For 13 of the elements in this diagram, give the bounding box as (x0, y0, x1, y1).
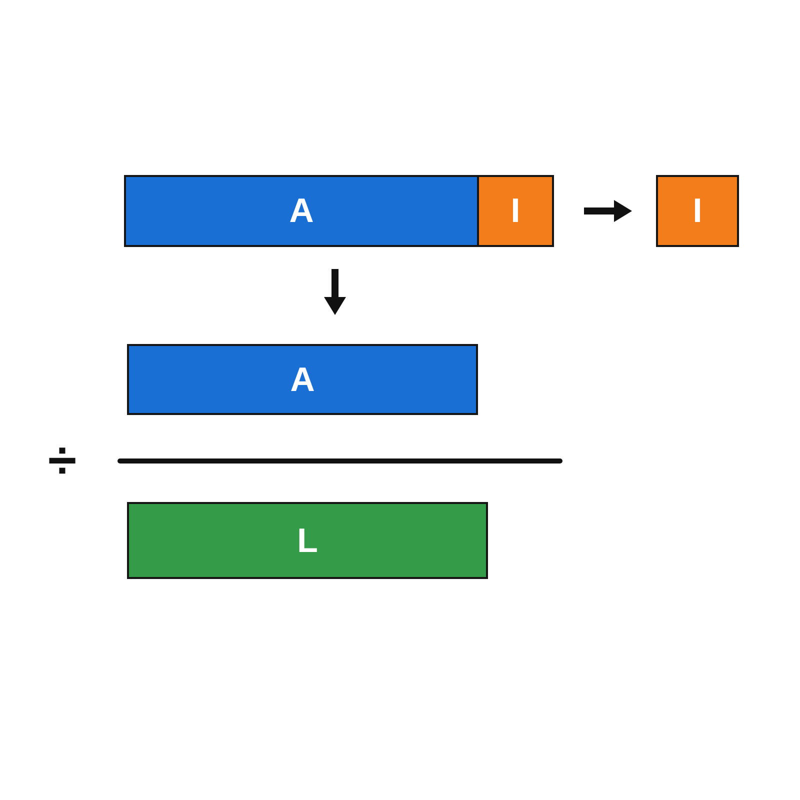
quantity-bar (124, 175, 479, 247)
division-sign: ÷ (48, 435, 77, 487)
variable-letter: A (289, 194, 314, 228)
quantity-block (477, 175, 554, 247)
variable-letter: L (297, 524, 318, 558)
variable-letter: I (692, 194, 702, 228)
variable-letter: I (510, 194, 520, 228)
arrow (584, 200, 632, 222)
numerator-bar (127, 344, 478, 415)
quantity-block (656, 175, 739, 247)
denominator-bar (127, 502, 488, 579)
variable-letter: A (290, 362, 315, 396)
arrow (324, 269, 346, 315)
